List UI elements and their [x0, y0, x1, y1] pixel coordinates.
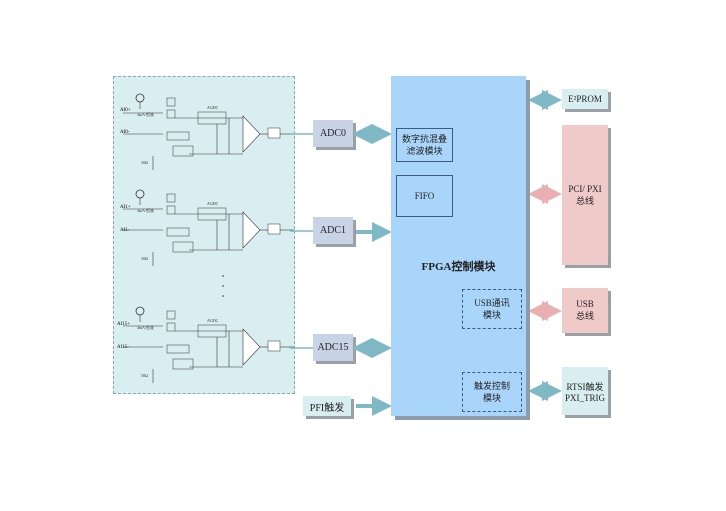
- pfi-trigger-label: PFI触发: [309, 402, 345, 414]
- eeprom-label: E²PROM: [568, 94, 602, 104]
- trigger-control-module: 触发控制 模块: [462, 372, 522, 412]
- ai-plus-label-15: AI15+: [117, 322, 131, 327]
- trigger-control-label: 触发控制 模块: [473, 381, 510, 403]
- usb-comm-module: USB通讯 模块: [462, 289, 522, 329]
- antialias-filter-module: 数字抗混叠 滤波模块: [396, 128, 453, 162]
- ai-plus-label-1: AI1+: [120, 205, 131, 210]
- fifo-label: FIFO: [414, 191, 435, 201]
- analog-frontend-panel: [113, 76, 295, 394]
- bus-arrows: [352, 90, 562, 416]
- ai-plus-label-0: AI0+: [120, 108, 131, 113]
- source-label: 4mA 恒流: [137, 111, 154, 117]
- channel-circuit-1: [122, 189, 294, 267]
- pci-pxi-bus-label: PCI/ PXI 总线: [568, 183, 602, 206]
- antialias-filter-label: 数字抗混叠 滤波模块: [401, 134, 447, 156]
- fpga-title: FPGA控制模块: [421, 261, 496, 273]
- adc1-label: ADC1: [319, 225, 347, 236]
- usb-comm-label: USB通讯 模块: [474, 298, 510, 320]
- usb-bus-label: USB 总线: [575, 299, 594, 321]
- adc1-block: ADC1: [313, 217, 353, 244]
- adc15-block: ADC15: [313, 334, 353, 361]
- adc0-label: ADC0: [319, 128, 347, 139]
- pfi-trigger-block: PFI触发: [303, 396, 351, 416]
- usb-bus-block: USB 总线: [562, 288, 608, 333]
- adc15-label: ADC15: [317, 342, 349, 353]
- rtsi-trigger-block: RTSI触发 PXI_TRIG: [562, 367, 608, 415]
- frontend-circuits: 4mA 恒流 AGDC 50Ω: [122, 93, 294, 384]
- ai-minus-label-15: AI15-: [117, 345, 129, 350]
- adc0-block: ADC0: [313, 120, 353, 147]
- agdc-label: AGDC: [207, 105, 219, 110]
- rtsi-trigger-label: RTSI触发 PXI_TRIG: [565, 381, 605, 403]
- channel-circuit-0: 4mA 恒流 AGDC 50Ω: [123, 93, 294, 170]
- fifo-module: FIFO: [396, 175, 453, 217]
- eeprom-block: E²PROM: [562, 89, 608, 109]
- fpga-control-module: FPGA控制模块: [391, 76, 526, 416]
- res-label: 50Ω: [141, 160, 148, 165]
- panel-adc-links: [290, 133, 314, 349]
- channel-circuit-15: [122, 306, 294, 384]
- pci-pxi-bus-block: PCI/ PXI 总线: [562, 125, 608, 265]
- ai-minus-label-1: AI1-: [120, 228, 130, 233]
- ai-minus-label-0: AI0-: [120, 130, 130, 135]
